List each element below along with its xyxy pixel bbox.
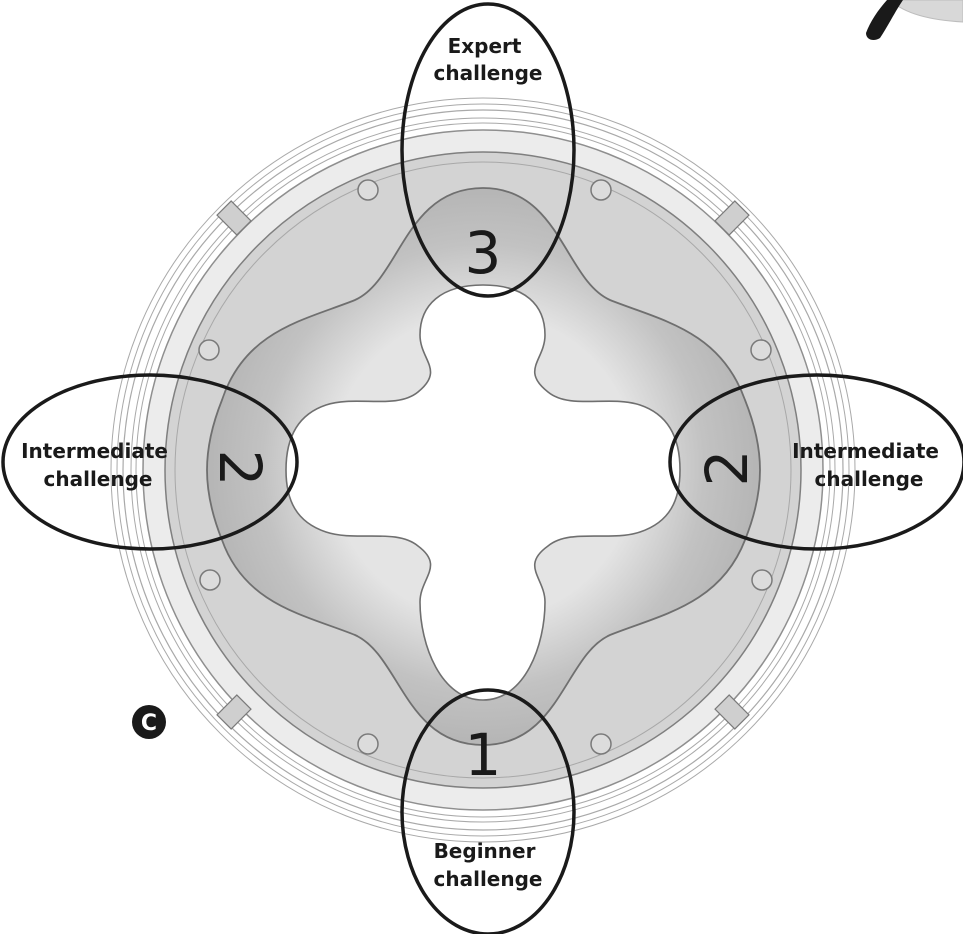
ellipse-bottom xyxy=(400,688,576,934)
zone-number-top: 3 xyxy=(465,219,502,287)
ellipse-right xyxy=(668,373,963,551)
outer-rings xyxy=(110,97,856,843)
label-left-line1: Intermediate xyxy=(21,439,168,463)
badge-c: C xyxy=(132,705,166,739)
ellipse-top xyxy=(400,2,576,298)
label-bottom-line1: Beginner xyxy=(434,839,536,863)
mounting-clips xyxy=(216,200,750,730)
zone-number-bottom: 1 xyxy=(465,721,502,789)
inner-disc-rim xyxy=(174,161,792,779)
center-opening xyxy=(285,284,681,701)
svg-text:Beginner challenge: Beginner challenge xyxy=(434,839,543,891)
label-top-line2: challenge xyxy=(434,61,543,85)
label-left-line2: challenge xyxy=(44,467,153,491)
label-right-line2: challenge xyxy=(815,467,924,491)
label-right-line1: Intermediate xyxy=(792,439,939,463)
label-bottom-line2: challenge xyxy=(434,867,543,891)
corner-shape xyxy=(866,0,963,41)
svg-text:Intermediate challenge: Intermediate challenge xyxy=(792,439,946,491)
zone-number-left: 2 xyxy=(206,450,274,487)
svg-text:Expert challenge: Expert challenge xyxy=(434,34,543,85)
ellipse-left xyxy=(1,373,299,551)
zone-number-right: 2 xyxy=(693,450,761,487)
svg-text:Intermediate challenge: Intermediate challenge xyxy=(21,439,175,491)
screw-holes xyxy=(198,179,773,755)
badge-letter: C xyxy=(141,711,157,736)
label-top-line1: Expert xyxy=(448,34,522,58)
